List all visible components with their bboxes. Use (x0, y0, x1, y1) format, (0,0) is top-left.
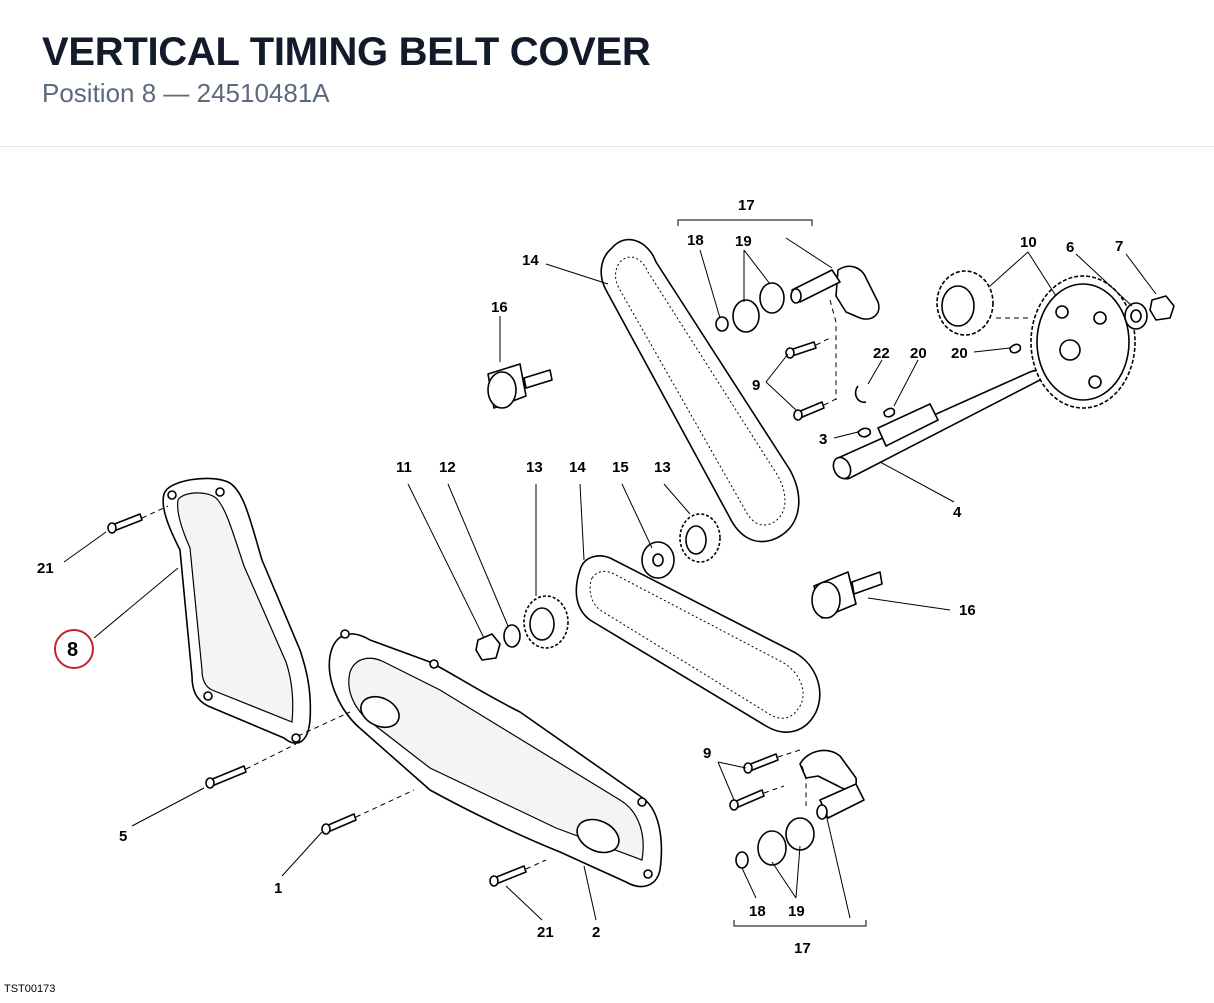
tensioner-bracket-lower (735, 749, 865, 869)
bolts (107, 341, 825, 887)
callout-4: 4 (953, 504, 962, 521)
idler-pulley-right (679, 513, 721, 563)
callout-16-lower: 16 (959, 602, 976, 619)
tensioner-bracket-upper (715, 265, 880, 333)
leader-lines (63, 237, 1157, 921)
callout-14-lower: 14 (569, 459, 586, 476)
idler-pulley-left (523, 595, 569, 649)
large-toothed-pulley (1030, 275, 1136, 409)
diagram-canvas: 17 18 19 14 16 10 6 7 22 20 20 9 3 4 11 … (37, 197, 1175, 957)
callout-13-right: 13 (654, 459, 671, 476)
page-header: VERTICAL TIMING BELT COVER Position 8 — … (0, 0, 1214, 147)
callout-2: 2 (592, 924, 600, 941)
tensioner-roller-upper (487, 363, 553, 409)
spacer-ring (503, 624, 521, 648)
callout-22: 22 (873, 345, 890, 362)
callout-18-top: 18 (687, 232, 704, 249)
lower-timing-belt (575, 555, 821, 733)
highlight-label: 8 (67, 639, 78, 661)
callout-17-bottom: 17 (794, 940, 811, 957)
assembly-lines (141, 299, 1030, 870)
exploded-parts-diagram: 17 18 19 14 16 10 6 7 22 20 20 9 3 4 11 … (0, 148, 1214, 1003)
callout-18-bottom: 18 (749, 903, 766, 920)
group-bracket-lower (733, 920, 867, 927)
callout-21-bottom: 21 (537, 924, 554, 941)
callout-20-a: 20 (910, 345, 927, 362)
callout-19-bottom: 19 (788, 903, 805, 920)
camshaft (832, 369, 1044, 480)
callout-15: 15 (612, 459, 629, 476)
callout-labels: 17 18 19 14 16 10 6 7 22 20 20 9 3 4 11 … (37, 197, 1123, 957)
keys-and-clips (854, 343, 1022, 438)
small-toothed-gear (936, 270, 994, 336)
callout-16-upper: 16 (491, 299, 508, 316)
highlight-ring (54, 629, 94, 669)
pulley-nut (475, 633, 501, 661)
callout-1: 1 (274, 880, 282, 897)
callout-21-left: 21 (37, 560, 54, 577)
callout-9-bottom: 9 (703, 745, 711, 762)
flat-washer (641, 541, 675, 579)
callout-20-b: 20 (951, 345, 968, 362)
highlighted-callout-8[interactable]: 8 (54, 629, 94, 669)
callout-13-left: 13 (526, 459, 543, 476)
callout-6: 6 (1066, 239, 1074, 256)
group-bracket-upper (677, 219, 813, 226)
vertical-belt-cover (162, 477, 312, 744)
callout-11: 11 (396, 459, 412, 476)
callout-10: 10 (1020, 234, 1037, 251)
callout-3: 3 (819, 431, 827, 448)
callout-7: 7 (1115, 238, 1123, 255)
tensioner-roller-lower (811, 571, 883, 619)
callout-17-top: 17 (738, 197, 755, 214)
nut (1149, 295, 1175, 321)
callout-12: 12 (439, 459, 456, 476)
upper-timing-belt (600, 238, 800, 543)
callout-9-top: 9 (752, 377, 760, 394)
callout-14-upper: 14 (522, 252, 539, 269)
callout-5: 5 (119, 828, 127, 845)
page-title: VERTICAL TIMING BELT COVER (42, 30, 651, 74)
reference-code: TST00173 (4, 983, 56, 995)
callout-19-top: 19 (735, 233, 752, 250)
page-subtitle: Position 8 — 24510481A (42, 78, 330, 108)
washer-hole (1130, 309, 1142, 323)
horizontal-belt-cover (328, 629, 663, 888)
